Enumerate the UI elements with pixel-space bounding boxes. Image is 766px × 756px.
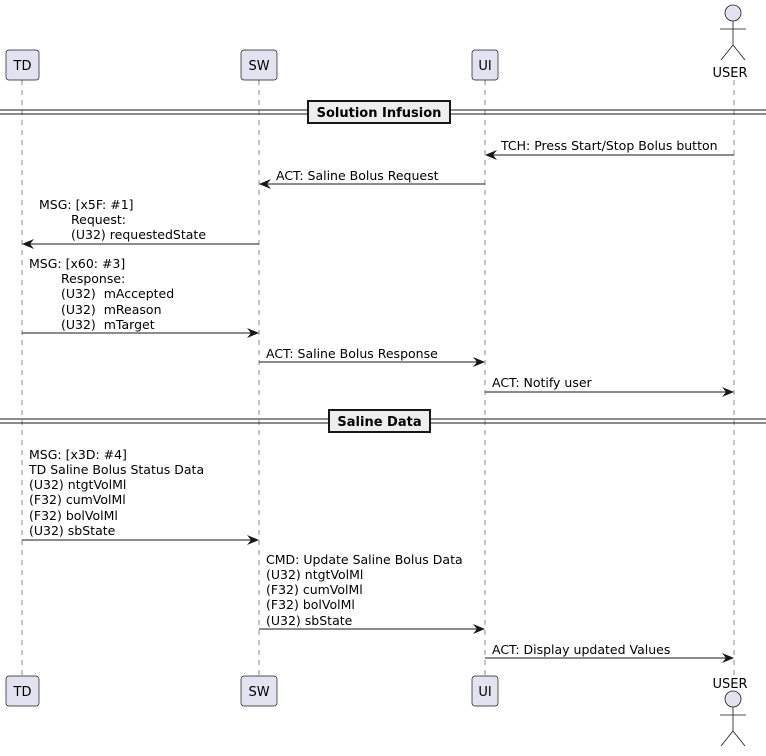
actor-user-label: USER: [712, 66, 747, 81]
user-actor-icon: [720, 690, 746, 747]
divider-saline-data: Saline Data: [0, 409, 766, 433]
message-label: (U32) mTarget: [61, 317, 155, 332]
participant-ui-top: UI: [471, 49, 499, 81]
message-label: (F32) cumVolMl: [266, 582, 363, 597]
message-label: ACT: Display updated Values: [492, 642, 670, 657]
message-update-saline-bolus-data: CMD: Update Saline Bolus Data (U32) ntgt…: [259, 552, 485, 634]
message-x3d-status-data: MSG: [x3D: #4] TD Saline Bolus Status Da…: [22, 447, 259, 545]
message-label: ACT: Saline Bolus Request: [276, 168, 439, 183]
message-notify-user: ACT: Notify user: [485, 375, 734, 397]
participant-ui-label: UI: [478, 685, 491, 700]
message-label: MSG: [x60: #3]: [29, 256, 125, 271]
message-label: MSG: [x5F: #1]: [39, 197, 134, 212]
message-x60-response: MSG: [x60: #3] Response: (U32) mAccepted…: [22, 256, 259, 338]
message-label: (U32) ntgtVolMl: [29, 477, 126, 492]
participant-td-top: TD: [5, 49, 40, 81]
user-actor-icon: [720, 4, 746, 61]
participant-sw-bottom: SW: [240, 675, 278, 707]
participant-ui-label: UI: [478, 59, 491, 74]
message-label: CMD: Update Saline Bolus Data: [266, 552, 463, 567]
message-label: (U32) sbState: [266, 613, 353, 628]
message-label: TCH: Press Start/Stop Bolus button: [500, 138, 718, 153]
actor-user-bottom: USER: [712, 677, 748, 747]
message-x5f-request: MSG: [x5F: #1] Request: (U32) requestedS…: [22, 197, 259, 249]
message-label: (F32) cumVolMl: [29, 492, 126, 507]
message-label: (U32) ntgtVolMl: [266, 567, 363, 582]
message-label: MSG: [x3D: #4]: [29, 447, 127, 462]
actor-user-label: USER: [712, 677, 747, 692]
message-label: ACT: Saline Bolus Response: [266, 346, 438, 361]
message-label: (F32) bolVolMl: [29, 508, 118, 523]
message-press-start-stop: TCH: Press Start/Stop Bolus button: [485, 138, 734, 160]
message-label: Request:: [71, 212, 126, 227]
message-saline-bolus-request: ACT: Saline Bolus Request: [259, 168, 485, 189]
message-label: ACT: Notify user: [492, 375, 593, 390]
message-display-updated-values: ACT: Display updated Values: [485, 642, 734, 663]
actor-user-top: USER: [712, 4, 748, 81]
participant-sw-top: SW: [240, 49, 278, 81]
participant-td-bottom: TD: [5, 675, 40, 707]
message-label: (U32) mReason: [61, 302, 162, 317]
message-label: (F32) bolVolMl: [266, 597, 355, 612]
participant-sw-label: SW: [248, 685, 269, 700]
message-saline-bolus-response: ACT: Saline Bolus Response: [259, 346, 485, 367]
message-label: (U32) requestedState: [71, 227, 206, 242]
divider-label: Saline Data: [337, 415, 421, 430]
participant-ui-bottom: UI: [471, 675, 499, 707]
message-label: Response:: [61, 271, 125, 286]
message-label: TD Saline Bolus Status Data: [28, 462, 204, 477]
message-label: (U32) sbState: [29, 523, 116, 538]
divider-label: Solution Infusion: [317, 106, 442, 121]
divider-solution-infusion: Solution Infusion: [0, 100, 766, 124]
participant-sw-label: SW: [248, 59, 269, 74]
participant-td-label: TD: [13, 59, 32, 74]
message-label: (U32) mAccepted: [61, 286, 174, 301]
participant-td-label: TD: [13, 685, 32, 700]
